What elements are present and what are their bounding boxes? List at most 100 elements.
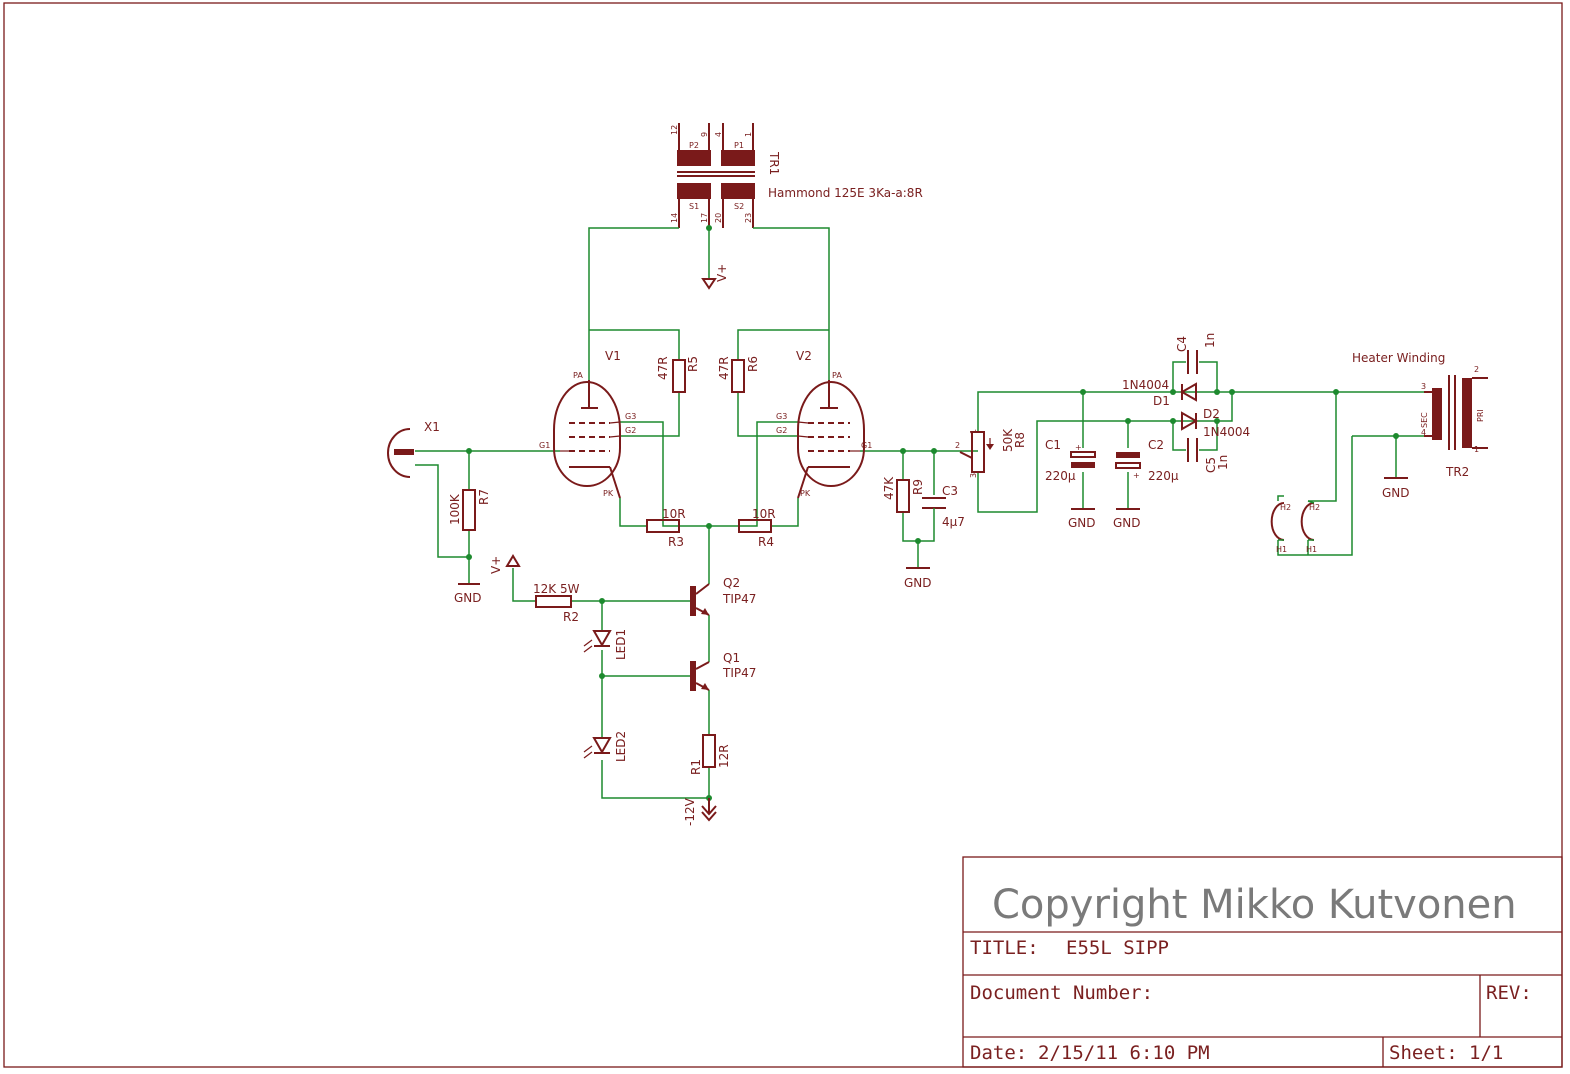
svg-text:R2: R2 bbox=[563, 610, 579, 624]
tr2-ref: TR2 bbox=[1445, 465, 1469, 479]
svg-text:C5: C5 bbox=[1204, 457, 1218, 473]
tr1-p1-label: P1 bbox=[734, 141, 744, 150]
capacitor-c5: C5 1n bbox=[1187, 438, 1230, 473]
svg-text:-12V: -12V bbox=[683, 797, 697, 826]
svg-text:1: 1 bbox=[1474, 445, 1479, 454]
svg-text:C4: C4 bbox=[1175, 336, 1189, 352]
power-transformer-tr2: 3 4 2 1 SEC PRI Heater Winding TR2 bbox=[1352, 351, 1488, 479]
diode-d1: 1N4004 D1 bbox=[1122, 378, 1197, 408]
svg-text:TIP47: TIP47 bbox=[722, 592, 756, 606]
led2: LED2 bbox=[583, 731, 628, 762]
date-label: Date: bbox=[970, 1042, 1027, 1064]
tr1-pin: 14 bbox=[670, 213, 679, 223]
svg-text:+: + bbox=[1075, 443, 1082, 452]
heater-filament-2: H2 H1 bbox=[1300, 500, 1320, 554]
ground-tr2: GND bbox=[1382, 477, 1410, 500]
sheet-frame bbox=[3, 2, 1563, 1068]
resistor-r1: R1 12R bbox=[689, 734, 731, 775]
svg-text:12K 5W: 12K 5W bbox=[533, 582, 580, 596]
led1: LED1 bbox=[583, 629, 628, 660]
svg-text:D2: D2 bbox=[1203, 407, 1220, 421]
svg-text:R5: R5 bbox=[686, 356, 700, 372]
tr1-pin: 23 bbox=[744, 213, 753, 223]
v2-pa-label: PA bbox=[832, 371, 842, 380]
svg-text:R6: R6 bbox=[746, 356, 760, 372]
ground-r7: GND bbox=[454, 583, 482, 605]
resistor-r2: 12K 5W R2 bbox=[533, 582, 580, 624]
v2-g2-label: G2 bbox=[776, 426, 787, 435]
svg-text:2: 2 bbox=[955, 441, 960, 450]
resistor-r7: 100K R7 bbox=[448, 489, 491, 531]
capacitor-c4: C4 1n bbox=[1175, 333, 1217, 374]
tr1-value: Hammond 125E 3Ka-a:8R bbox=[768, 186, 923, 200]
svg-text:R9: R9 bbox=[911, 479, 925, 495]
v1-g1-label: G1 bbox=[539, 441, 550, 450]
svg-text:3: 3 bbox=[1421, 382, 1426, 391]
svg-text:X1: X1 bbox=[424, 420, 440, 434]
minus12v-symbol: -12V bbox=[683, 797, 717, 826]
svg-text:D1: D1 bbox=[1153, 394, 1170, 408]
svg-text:1n: 1n bbox=[1203, 333, 1217, 348]
tr1-s2-label: S2 bbox=[734, 202, 744, 211]
svg-text:1N4004: 1N4004 bbox=[1122, 378, 1169, 392]
potentiometer-r8: 50K R8 1 2 3 bbox=[955, 428, 1027, 478]
v1-ref: V1 bbox=[605, 349, 621, 363]
v2-g3-label: G3 bbox=[776, 412, 787, 421]
output-transformer-tr1: P2 P1 S1 S2 12 9 4 1 14 17 20 23 TR1 Ham… bbox=[670, 123, 923, 228]
svg-text:10R: 10R bbox=[662, 507, 686, 521]
vplus-symbol-top: V+ bbox=[701, 225, 729, 290]
sheet-value: 1/1 bbox=[1469, 1042, 1503, 1064]
transistor-q1: Q1 TIP47 bbox=[690, 651, 756, 691]
svg-text:PRI: PRI bbox=[1476, 409, 1485, 422]
svg-text:TIP47: TIP47 bbox=[722, 666, 756, 680]
svg-text:SEC: SEC bbox=[1420, 412, 1429, 428]
resistor-r5: 47R R5 bbox=[656, 356, 700, 393]
ground-c1: GND bbox=[1068, 508, 1096, 530]
svg-text:47R: 47R bbox=[656, 356, 670, 380]
diode-d2: D2 1N4004 bbox=[1181, 407, 1250, 439]
svg-text:GND: GND bbox=[904, 576, 932, 590]
svg-text:H1: H1 bbox=[1276, 545, 1287, 554]
svg-text:C3: C3 bbox=[942, 484, 958, 498]
copyright-text: Copyright Mikko Kutvonen bbox=[992, 882, 1517, 928]
tube-v2: V2 PA G1 G3 G2 PK bbox=[776, 349, 872, 499]
svg-text:4: 4 bbox=[1421, 428, 1426, 437]
tr1-pin: 4 bbox=[714, 132, 723, 137]
input-connector-x1: X1 bbox=[387, 420, 440, 478]
svg-text:3: 3 bbox=[969, 473, 978, 478]
tr1-pin: 1 bbox=[744, 132, 753, 137]
svg-text:V+: V+ bbox=[489, 556, 503, 574]
svg-text:GND: GND bbox=[1382, 486, 1410, 500]
svg-text:50K: 50K bbox=[1001, 428, 1015, 452]
sheet-label: Sheet: bbox=[1389, 1042, 1458, 1064]
svg-text:1n: 1n bbox=[1216, 455, 1230, 470]
tr1-p2-label: P2 bbox=[689, 141, 699, 150]
svg-text:R1: R1 bbox=[689, 759, 703, 775]
svg-text:H1: H1 bbox=[1306, 545, 1317, 554]
svg-text:1: 1 bbox=[969, 429, 978, 434]
svg-text:47R: 47R bbox=[717, 356, 731, 380]
title-block: Copyright Mikko Kutvonen TITLE: E55L SIP… bbox=[962, 856, 1563, 1068]
capacitor-c3: C3 4µ7 bbox=[922, 484, 965, 529]
tube-v1: V1 PA G1 G3 G2 PK bbox=[539, 349, 636, 499]
svg-text:Q2: Q2 bbox=[723, 576, 740, 590]
svg-text:LED1: LED1 bbox=[614, 629, 628, 660]
v1-g3-label: G3 bbox=[625, 412, 636, 421]
tr1-s1-label: S1 bbox=[689, 202, 699, 211]
resistor-r3: 10R R3 bbox=[646, 507, 686, 549]
svg-text:LED2: LED2 bbox=[614, 731, 628, 762]
resistor-r4: 10R R4 bbox=[738, 507, 776, 549]
v1-pa-label: PA bbox=[573, 371, 583, 380]
svg-text:Q1: Q1 bbox=[723, 651, 740, 665]
title-label: TITLE: bbox=[970, 937, 1039, 959]
title-value: E55L SIPP bbox=[1066, 937, 1169, 959]
transistor-q2: Q2 TIP47 bbox=[690, 576, 756, 616]
svg-text:220µ: 220µ bbox=[1148, 469, 1179, 483]
svg-text:GND: GND bbox=[1113, 516, 1141, 530]
heater-filament-1: H2 H1 bbox=[1270, 502, 1291, 554]
v1-g2-label: G2 bbox=[625, 426, 636, 435]
svg-text:R7: R7 bbox=[477, 489, 491, 505]
svg-text:1N4004: 1N4004 bbox=[1203, 425, 1250, 439]
svg-text:H2: H2 bbox=[1280, 503, 1291, 512]
tr1-pin: 9 bbox=[700, 132, 709, 137]
